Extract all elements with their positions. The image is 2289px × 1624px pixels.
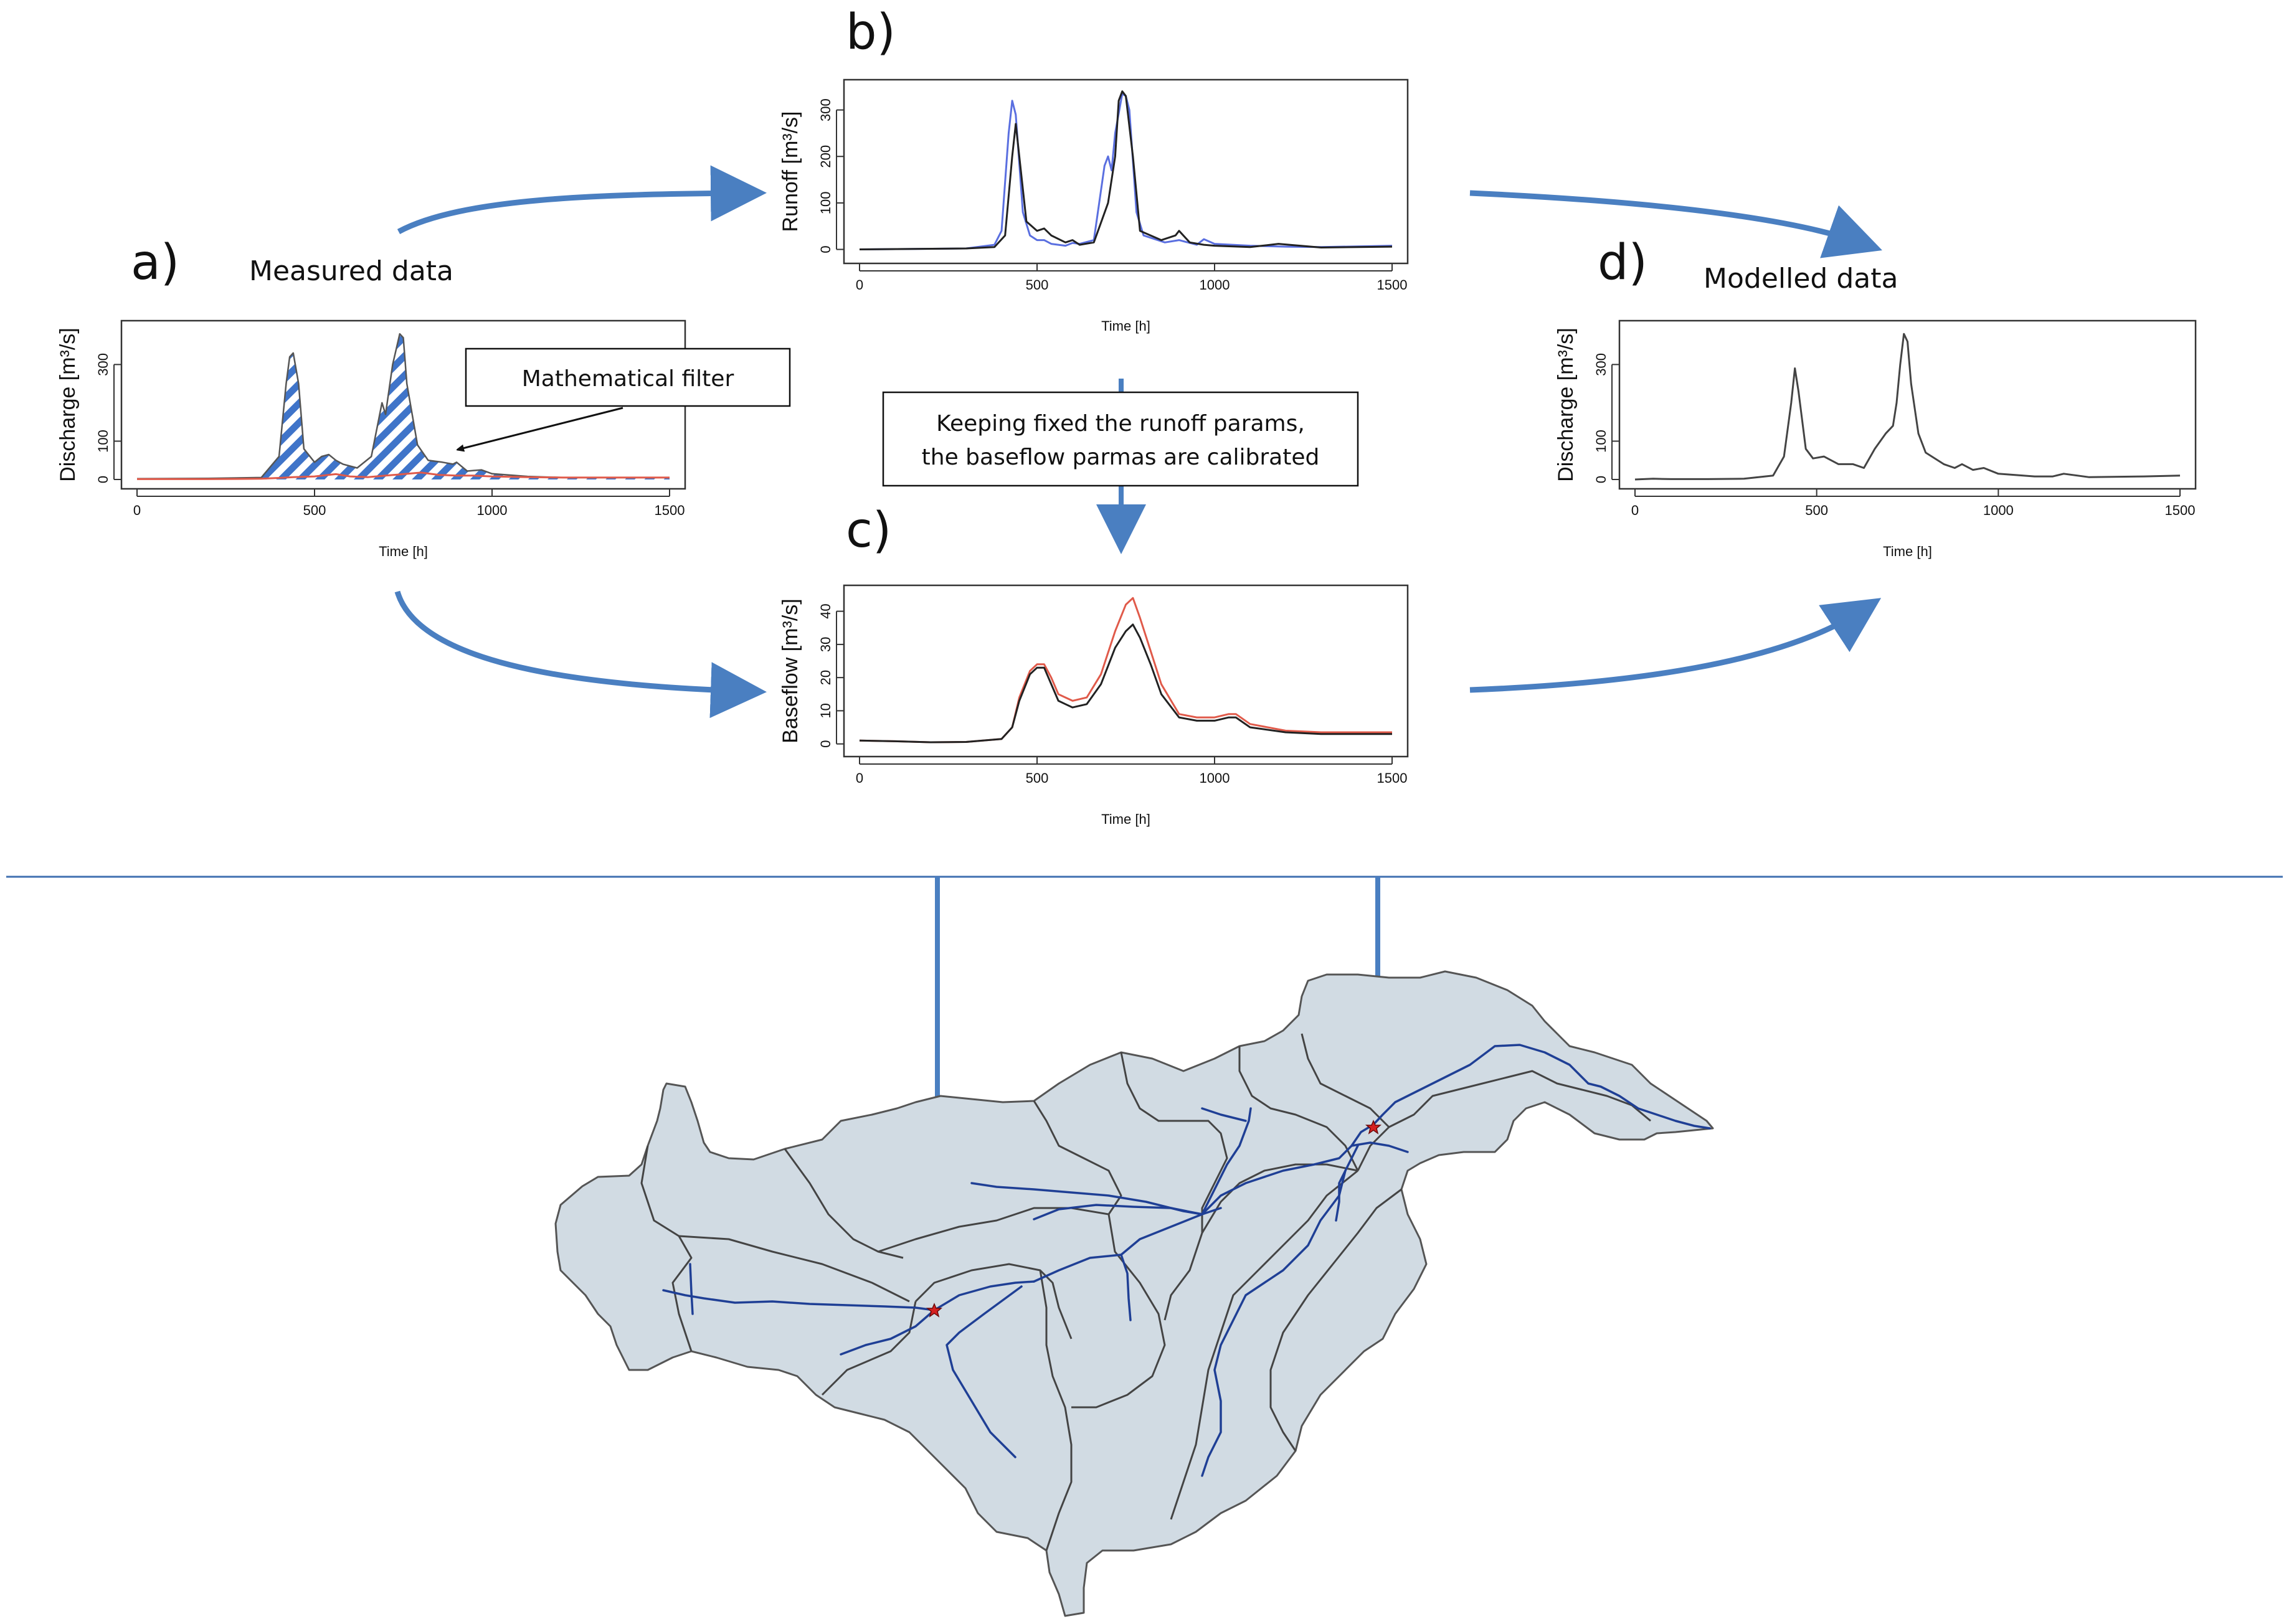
chart-b-xtick-label: 1500 (1377, 277, 1408, 293)
panel-letter-a: a) (131, 235, 179, 291)
chart-b-series-1-line (859, 90, 1393, 250)
chart-d-ytick-label: 300 (1593, 353, 1609, 376)
chart-c-series-1-line (859, 623, 1392, 744)
chart-d-xtick-label: 0 (1631, 503, 1639, 518)
chart-b-frame (843, 78, 1409, 265)
chart-d-series-0-line (1634, 333, 2181, 481)
chart-c-xtick-label: 0 (856, 770, 863, 786)
panel-letter-b: b) (846, 4, 896, 60)
chart-b-xlabel: Time [h] (1101, 318, 1150, 334)
chart-d-xtick-label: 1500 (2165, 503, 2196, 518)
chart-a-hatched-area (137, 334, 670, 479)
catchment-boundary (554, 970, 1714, 1617)
chart-b-ytick-label: 200 (818, 145, 833, 168)
modelled-data-label: Modelled data (1704, 263, 1898, 295)
outlet-star-east (1365, 1120, 1382, 1135)
river-network (662, 1044, 1711, 1477)
chart-a-series-0-line (136, 333, 670, 480)
arrow-b-to-d (1469, 190, 1882, 258)
chart-c-xtick-label: 1000 (1200, 770, 1230, 786)
chart-b-xtick-label: 500 (1026, 277, 1049, 293)
filter-callout-box (465, 347, 791, 407)
chart-d-ytick-label: 0 (1593, 476, 1609, 483)
filter-callout-text: Mathematical filter (522, 366, 734, 392)
calibration-note-line2: the baseflow parmas are calibrated (922, 445, 1320, 470)
chart-a-xtick-label: 0 (133, 503, 141, 518)
chart-c-xtick-label: 1500 (1377, 770, 1408, 786)
chart-c-ytick-label: 20 (818, 670, 833, 685)
arrow-a-to-b (397, 165, 767, 234)
chart-c-xtick-label: 500 (1026, 770, 1049, 786)
chart-c-ytick-label: 10 (818, 703, 833, 718)
chart-a-xlabel: Time [h] (379, 544, 428, 559)
filter-callout-arrow (458, 407, 623, 450)
chart-c-ylabel: Baseflow [m³/s] (779, 598, 802, 743)
chart-c-ytick-label: 0 (818, 740, 833, 748)
arrow-c-to-d (1469, 598, 1882, 693)
chart-b-ytick-label: 300 (818, 98, 833, 121)
chart-d-ytick-label: 100 (1593, 430, 1609, 453)
catchment-map (554, 970, 1714, 1617)
chart-d-xlabel: Time [h] (1883, 544, 1932, 559)
chart-a-series-1-line (137, 471, 670, 480)
chart-c-xlabel: Time [h] (1101, 811, 1150, 827)
calibration-note-line1: Keeping fixed the runoff params, (936, 411, 1305, 437)
panel-letter-d: d) (1598, 235, 1647, 291)
panel-letter-c: c) (846, 503, 891, 559)
chart-b-ytick-label: 0 (818, 245, 833, 253)
chart-d-ylabel: Discharge [m³/s] (1554, 328, 1578, 482)
measured-data-label: Measured data (249, 255, 453, 287)
chart-a-ytick-label: 100 (95, 430, 111, 453)
chart-b-series-0-line (859, 93, 1393, 250)
chart-c-ytick-label: 30 (818, 637, 833, 652)
chart-a-xtick-label: 500 (303, 503, 326, 518)
chart-a-xtick-label: 1000 (477, 503, 508, 518)
chart-b-xtick-label: 0 (856, 277, 863, 293)
chart-d-xtick-label: 500 (1805, 503, 1828, 518)
chart-b-ytick-label: 100 (818, 192, 833, 215)
chart-c-ytick-label: 40 (818, 603, 833, 618)
chart-a-ytick-label: 0 (95, 476, 111, 483)
chart-c-frame (843, 584, 1409, 758)
chart-d-xtick-label: 1000 (1983, 503, 2014, 518)
chart-b-xtick-label: 1000 (1200, 277, 1230, 293)
calibration-note-box (882, 391, 1359, 487)
chart-a-ytick-label: 300 (95, 353, 111, 376)
chart-a-xtick-label: 1500 (655, 503, 685, 518)
chart-b-ylabel: Runoff [m³/s] (779, 111, 802, 232)
outlet-star-west (926, 1303, 943, 1318)
arrow-a-to-c (394, 590, 767, 719)
chart-a-ylabel: Discharge [m³/s] (56, 328, 80, 482)
subbasin-divides (640, 1033, 1651, 1551)
